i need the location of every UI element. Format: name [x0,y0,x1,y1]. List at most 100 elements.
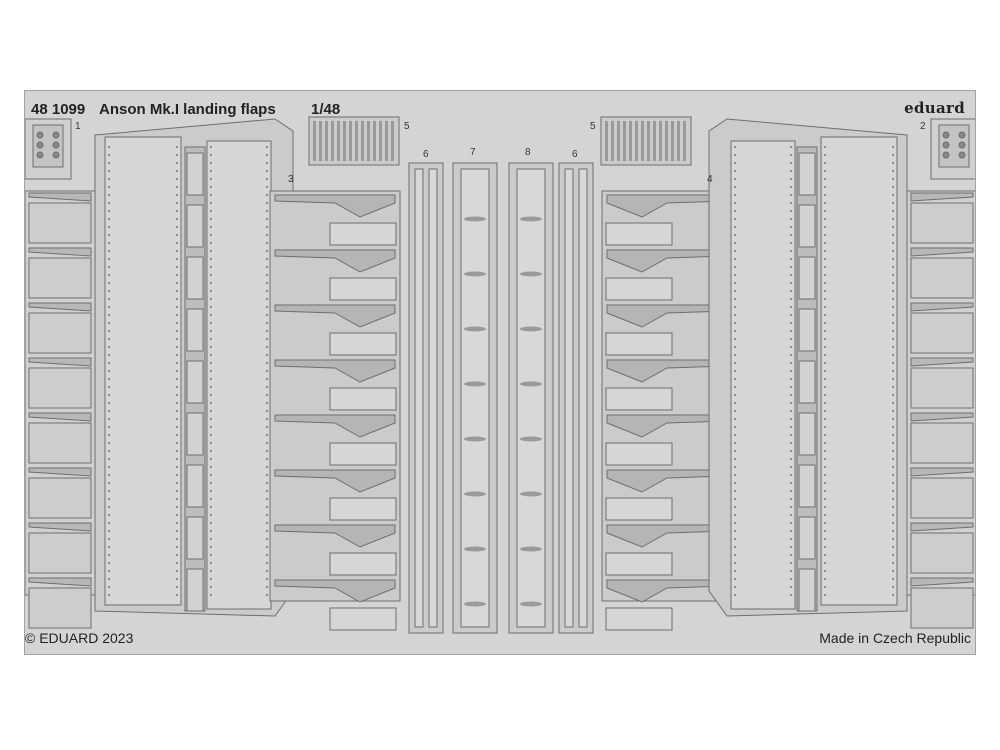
strip-hole [464,271,486,277]
part-8-strip [508,162,554,634]
part-3-slot [329,442,397,466]
grating-bar [665,121,668,161]
right-rib-cell [910,587,974,629]
left-rib-cell [28,367,92,409]
part-label-4: 4 [707,174,713,185]
part-label-7: 7 [470,147,476,158]
left-flap-cell [186,568,204,612]
copyright-text: © EDUARD 2023 [25,630,134,646]
strip-hole [464,216,486,222]
strip-hole [464,546,486,552]
right-rib-cell [910,477,974,519]
grating-bar [343,121,346,161]
strip-hole [520,601,542,607]
right-rib [910,302,974,312]
part-4-slot [605,332,673,356]
right-flap-cell [798,204,816,248]
grating-bar [331,121,334,161]
part-3-slot [329,607,397,631]
left-flap-cell [186,464,204,508]
grating-bar [385,121,388,161]
left-rib-cell [28,257,92,299]
grating-bar [659,121,662,161]
part-label-5-right: 5 [590,121,596,132]
strip-hole [520,326,542,332]
grating-bar [361,121,364,161]
strip-hole [520,436,542,442]
grating-bar [647,121,650,161]
grating-bar [325,121,328,161]
grating-bar [367,121,370,161]
strip-hole [464,436,486,442]
left-rib-cell [28,202,92,244]
sheet-scale: 1/48 [311,101,341,118]
grating-bar [653,121,656,161]
part-3-slot [329,387,397,411]
right-rib-cell [910,257,974,299]
right-flap-cell [798,464,816,508]
right-rib-cell [910,532,974,574]
part-3-slot [329,277,397,301]
photo-etch-fret: 48 1099 Anson Mk.I landing flaps 1/48 ed… [24,90,976,655]
flap-rivet-lines [108,146,894,596]
part-4-slot [605,497,673,521]
grating-bar [313,121,316,161]
left-rib [28,192,92,202]
part-3-rib [274,359,396,383]
strip-hole [464,326,486,332]
grating-bar [379,121,382,161]
left-rib-cell [28,587,92,629]
right-flap-cell [798,308,816,352]
part-4-slot [605,442,673,466]
left-rib [28,467,92,477]
right-rib [910,577,974,587]
left-flap-panel [94,118,294,617]
left-flap-cells [186,152,204,612]
sheet-name: Anson Mk.I landing flaps [99,101,276,118]
part-3-rib [274,414,396,438]
strip-holes [464,216,542,607]
part-4-slot [605,552,673,576]
part-label-8: 8 [525,147,531,158]
strip-hole [520,271,542,277]
eduard-logo: eduard [904,99,965,117]
part-3-rib [274,249,396,273]
right-flap-cell [798,516,816,560]
strip-hole [464,381,486,387]
part-4-ribs [605,194,728,631]
grating-bar [635,121,638,161]
left-flap-cell [186,152,204,196]
part-label-1: 1 [75,121,81,132]
strip-hole [520,381,542,387]
part-1-hinge [25,118,72,180]
part-3-rib [274,579,396,603]
right-flap-cell [798,568,816,612]
right-rib [910,357,974,367]
grating-bar [355,121,358,161]
part-3-rib [274,304,396,328]
part-6-strip-left [408,162,444,634]
left-rib [28,577,92,587]
left-rib [28,522,92,532]
part-4-slot [605,607,673,631]
right-flap-cell [798,256,816,300]
strip-hole [520,546,542,552]
right-flap-cell [798,152,816,196]
left-flap-cell [186,360,204,404]
right-flap-cell [798,412,816,456]
left-rib [28,247,92,257]
part-3-slot [329,332,397,356]
left-flap-cell [186,516,204,560]
grating-bar [629,121,632,161]
left-rib-row [28,192,92,629]
grating-bar [671,121,674,161]
left-rib-cell [28,477,92,519]
part-label-6-left: 6 [423,149,429,160]
left-flap-cell [186,256,204,300]
part-3-slot [329,552,397,576]
part-5-grating-left [308,116,400,166]
grating-bar [349,121,352,161]
strip-hole [520,216,542,222]
part-label-5-left: 5 [404,121,410,132]
grating-bar [623,121,626,161]
